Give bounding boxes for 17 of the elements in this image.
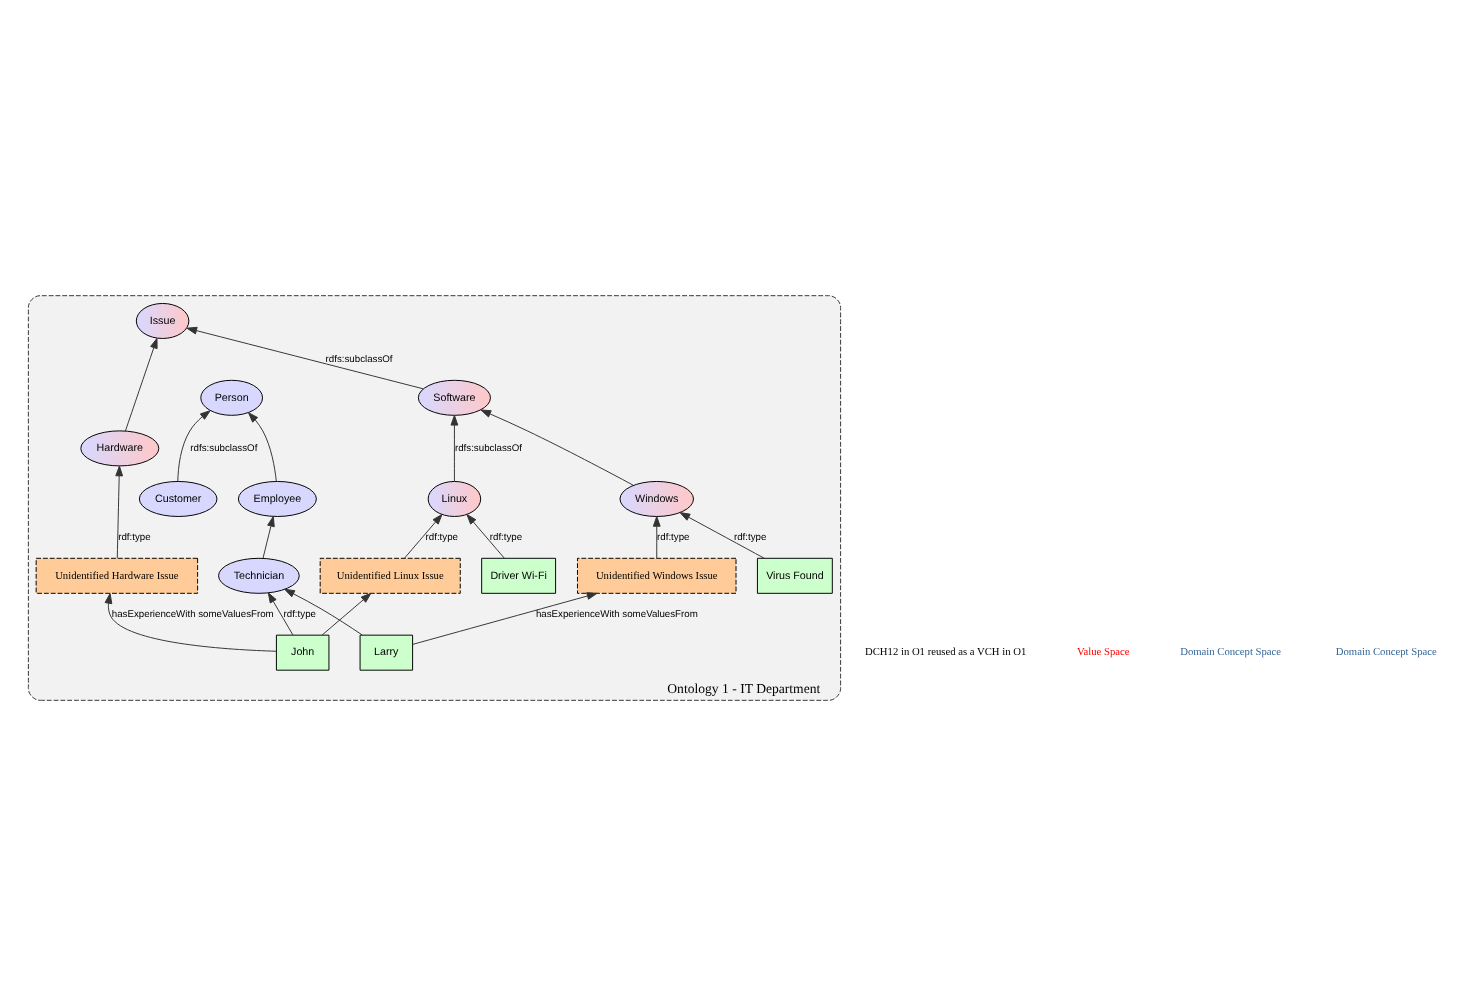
arrow	[104, 593, 277, 652]
arrow	[466, 514, 505, 559]
arrow	[284, 588, 363, 636]
arrow	[248, 412, 277, 482]
arrow	[177, 410, 211, 482]
arrow	[267, 592, 294, 636]
arrow	[404, 514, 443, 559]
arrow	[186, 326, 424, 390]
arrow	[262, 516, 275, 559]
arrow	[679, 512, 765, 559]
arrow	[480, 409, 634, 486]
arrow	[450, 414, 459, 482]
arrow	[412, 592, 598, 645]
arrow	[321, 592, 372, 636]
arrow	[115, 465, 124, 559]
arrow	[124, 337, 158, 432]
arrow	[652, 516, 661, 559]
